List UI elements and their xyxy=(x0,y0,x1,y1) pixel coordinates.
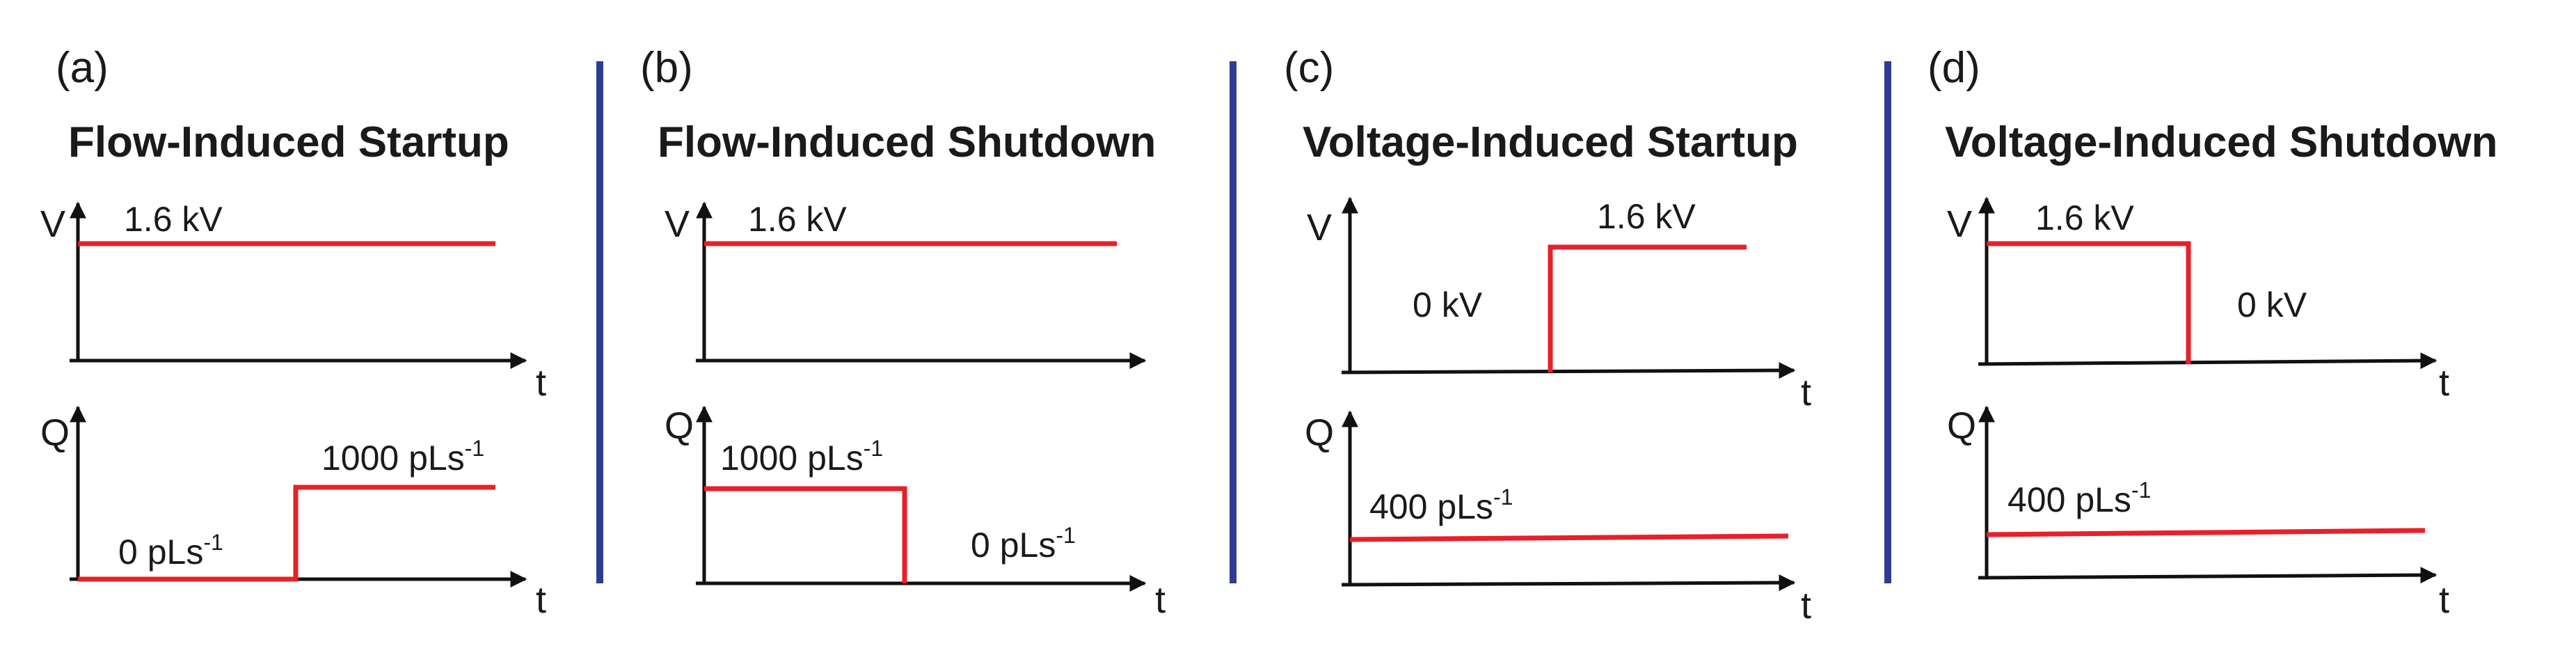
x-axis-label: t xyxy=(1801,585,1811,627)
y-axis-label: Q xyxy=(665,405,694,447)
voltage-level-high-label: 1.6 kV xyxy=(2035,198,2134,237)
voltage-trace xyxy=(1548,244,1747,372)
panel-a-letter: (a) xyxy=(56,44,109,92)
flow-trace xyxy=(704,486,907,583)
flow-trace xyxy=(1986,528,2426,537)
x-axis xyxy=(1341,362,1796,379)
voltage-trace xyxy=(1987,241,2191,364)
x-axis-label: t xyxy=(2439,362,2449,404)
panel-a: (a) Flow-Induced Startup V t 1.6 kV Q t … xyxy=(40,44,546,621)
x-axis-label: t xyxy=(1155,579,1166,621)
panel-c-flow-graph: Q t 400 pLs-1 xyxy=(1305,410,1811,627)
x-axis-label: t xyxy=(2439,579,2449,621)
x-axis xyxy=(1978,352,2438,370)
flow-level-label: 400 pLs-1 xyxy=(2007,478,2151,519)
voltage-level-low-label: 0 kV xyxy=(2237,285,2307,324)
y-axis-label: V xyxy=(40,203,65,245)
x-axis-label: t xyxy=(1801,372,1811,413)
x-axis xyxy=(1341,574,1796,592)
x-axis xyxy=(1978,567,2438,584)
flow-level-label: 400 pLs-1 xyxy=(1369,484,1513,526)
panel-d: (d) Voltage-Induced Shutdown V t 1.6 kV … xyxy=(1927,44,2497,621)
panel-b-letter: (b) xyxy=(640,44,693,92)
panel-a-flow-graph: Q t 0 pLs-1 1000 pLs-1 xyxy=(40,405,546,621)
flow-level-low-label: 0 pLs-1 xyxy=(971,523,1076,565)
flow-level-high-label: 1000 pLs-1 xyxy=(720,436,883,478)
panel-b-flow-graph: Q t 1000 pLs-1 0 pLs-1 xyxy=(665,405,1166,621)
panel-d-title: Voltage-Induced Shutdown xyxy=(1945,118,2497,166)
panel-c-voltage-graph: V t 0 kV 1.6 kV xyxy=(1307,196,1811,413)
y-axis-label: V xyxy=(665,203,690,245)
flow-level-high-label: 1000 pLs-1 xyxy=(321,436,484,478)
panel-b-title: Flow-Induced Shutdown xyxy=(658,118,1156,166)
panel-c-letter: (c) xyxy=(1284,44,1334,92)
flow-trace xyxy=(1349,533,1789,542)
flow-level-low-label: 0 pLs-1 xyxy=(118,530,223,572)
panel-b-voltage-graph: V 1.6 kV xyxy=(665,200,1147,369)
x-axis-label: t xyxy=(536,579,546,621)
y-axis-label: Q xyxy=(40,412,70,454)
panel-d-flow-graph: Q t 400 pLs-1 xyxy=(1947,405,2449,621)
voltage-level-low-label: 0 kV xyxy=(1413,285,1483,324)
panel-c: (c) Voltage-Induced Startup V t 0 kV 1.6… xyxy=(1284,44,1811,627)
panel-b: (b) Flow-Induced Shutdown V 1.6 kV Q t 1… xyxy=(640,44,1166,621)
panel-c-title: Voltage-Induced Startup xyxy=(1303,118,1798,166)
y-axis-label: V xyxy=(1947,203,1972,245)
flow-trace xyxy=(78,484,495,582)
y-axis-label: Q xyxy=(1305,412,1334,454)
panel-d-letter: (d) xyxy=(1927,44,1980,92)
panel-a-voltage-graph: V t 1.6 kV xyxy=(40,200,546,404)
y-axis-label: Q xyxy=(1947,405,1976,447)
panel-d-voltage-graph: V t 1.6 kV 0 kV xyxy=(1947,196,2449,404)
x-axis-label: t xyxy=(536,362,546,404)
panel-a-title: Flow-Induced Startup xyxy=(68,118,509,166)
voltage-level-label: 1.6 kV xyxy=(124,200,223,239)
y-axis-label: V xyxy=(1307,207,1332,249)
voltage-level-label: 1.6 kV xyxy=(748,200,847,239)
voltage-level-high-label: 1.6 kV xyxy=(1597,197,1696,236)
